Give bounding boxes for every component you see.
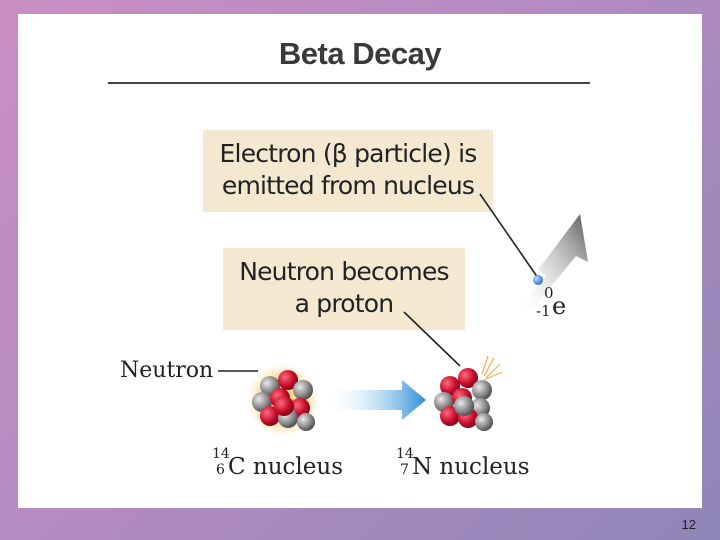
page-number: 12 — [681, 517, 696, 532]
electron-mass-number: 0 — [544, 284, 554, 302]
slide-title: Beta Decay — [278, 36, 442, 71]
carbon-isotope-numbers: 14 6 — [212, 446, 230, 478]
carbon-14-nucleus — [247, 364, 319, 436]
beta-decay-diagram — [218, 193, 588, 436]
proton-pointer-line — [403, 311, 461, 367]
carbon-mass-number: 14 — [212, 446, 230, 462]
nitrogen-atomic-number: 7 — [400, 462, 409, 478]
nitrogen-symbol: N — [412, 454, 433, 480]
carbon-nucleus-label: 14 6 C nucleus — [212, 446, 344, 480]
nitrogen-mass-number: 14 — [396, 446, 414, 462]
electron-pointer-line — [479, 193, 539, 279]
neutron-label: Neutron — [120, 358, 214, 383]
title-divider — [108, 82, 590, 84]
carbon-symbol: C — [228, 454, 246, 480]
electron-charge-number: -1 — [536, 302, 551, 320]
electron-emission-arrow — [518, 214, 588, 314]
neutron-becomes-proton-box: Neutron becomes a proton — [223, 248, 465, 330]
reaction-arrow — [328, 380, 426, 420]
nitrogen-isotope-numbers: 14 7 — [396, 446, 414, 478]
nitrogen-14-nucleus — [434, 355, 503, 431]
neutron-box-line-1: Neutron becomes — [239, 257, 449, 286]
nitrogen-nucleus-label: 14 7 N nucleus — [396, 446, 530, 480]
neutron-box-line-2: a proton — [294, 289, 395, 318]
nitrogen-nucleus-text: nucleus — [432, 454, 530, 480]
slide: Beta Decay Electron (β particle) is emit… — [18, 14, 702, 508]
electron-emission-box: Electron (β particle) is emitted from nu… — [203, 130, 493, 212]
carbon-atomic-number: 6 — [216, 462, 225, 478]
electron-box-line-2: emitted from nucleus — [221, 171, 475, 200]
electron-box-line-1: Electron (β particle) is — [219, 139, 478, 168]
carbon-nucleus-text: nucleus — [245, 454, 344, 480]
electron-particle — [533, 275, 543, 285]
electron-letter: e — [552, 292, 567, 320]
